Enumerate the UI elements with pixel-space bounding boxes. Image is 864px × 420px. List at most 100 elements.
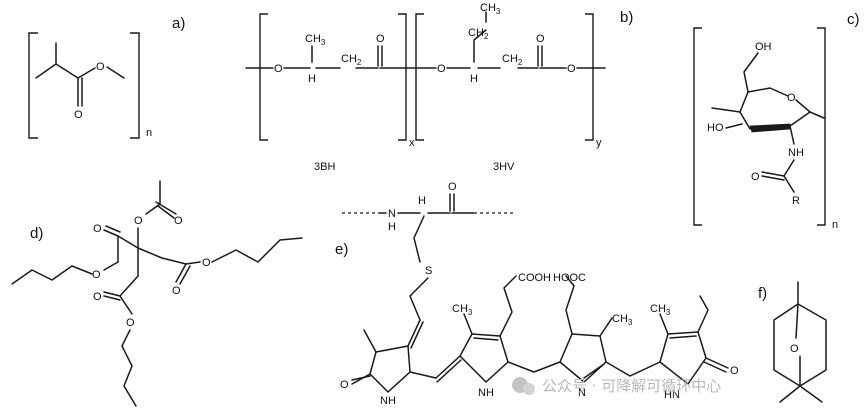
ring-a-bond: [375, 319, 421, 353]
watermark-text: 公众号 · 可降解可循环中心: [542, 377, 721, 395]
bond: [711, 107, 741, 113]
bond: [783, 159, 795, 177]
ethyl-chain: [697, 295, 709, 333]
panel-c-left-bracket: [693, 27, 702, 226]
methylene-label: CH2: [468, 27, 489, 41]
bond: [179, 265, 191, 285]
ester-oxygen: O: [93, 223, 102, 235]
ring-d-double: [669, 335, 697, 339]
ester-oxygen: O: [202, 257, 211, 269]
ring-a-bond: [369, 345, 411, 393]
gem-dimethyl: [779, 385, 801, 403]
bond: [743, 52, 759, 93]
ring-b-double: [473, 337, 499, 341]
bond: [783, 175, 795, 193]
ring-d-carbonyl-double: [703, 361, 727, 373]
bond: [157, 205, 175, 219]
ring-d-hn: HN: [664, 389, 680, 401]
panel-c-structure: OH O HO NH O R n: [693, 27, 838, 231]
panel-b-bracket: [398, 13, 407, 141]
r-group-label: R: [792, 195, 800, 207]
bond: [789, 111, 811, 127]
bond: [103, 229, 119, 237]
bond: [409, 277, 429, 321]
bond: [761, 171, 785, 177]
ring-d-methyl-bond: [659, 313, 669, 335]
bond: [117, 235, 139, 249]
hydroxyl-label: HO: [707, 122, 724, 134]
ester-oxygen: O: [92, 269, 101, 281]
atom-h: H: [470, 73, 478, 85]
ring-c-methyl-bond: [599, 317, 613, 337]
bond: [789, 125, 795, 145]
ester-oxygen: O: [93, 291, 102, 303]
methine-bridge: [435, 355, 461, 379]
bond: [747, 87, 789, 97]
bond: [119, 295, 133, 315]
wechat-logo-icon: [523, 383, 535, 395]
cysteine-side-chain: [413, 215, 425, 263]
atom-o: O: [567, 63, 576, 75]
ring-c: [559, 333, 607, 383]
ring-d: [659, 331, 707, 385]
acetoxy-oxygen: O: [134, 215, 143, 227]
ring-a-double-bond: [410, 321, 424, 349]
amide-nh-label: NH: [788, 147, 804, 159]
lactam-oxygen: O: [340, 379, 349, 391]
bond: [145, 203, 161, 215]
panel-d-structure: O O O O O O O O: [11, 180, 303, 407]
panel-c-label: c): [847, 11, 860, 28]
bond: [809, 111, 825, 119]
butyl-chain: [121, 329, 137, 407]
bond: [137, 247, 187, 265]
bond: [103, 261, 119, 271]
panel-e-structure: N H H O S O NH NH CH3 COOH N: [340, 181, 739, 407]
panel-c-right-bracket: [817, 27, 826, 226]
methyl-label: CH3: [480, 2, 501, 16]
ester-oxygen: O: [96, 61, 105, 73]
ring-d-carbonyl: [705, 357, 729, 369]
acetyl-oxygen: O: [174, 215, 183, 227]
bond: [77, 67, 96, 79]
bond: [119, 247, 139, 297]
ring-a-nh: NH: [380, 395, 396, 407]
ring-c-methyl: CH3: [612, 313, 633, 327]
ring-c-n: N: [578, 387, 586, 399]
methylene-label: CH2: [502, 53, 523, 67]
methine-bridge: [409, 371, 437, 379]
butyl-chain: [11, 265, 93, 285]
panel-f-structure: O: [773, 281, 827, 403]
panel-b-structure: O CH3 H CH2 O O CH2 CH3 H CH2 O O x y 3B…: [245, 2, 606, 173]
bond: [103, 295, 121, 301]
bond: [55, 63, 79, 79]
panel-b-bracket: [259, 13, 268, 141]
atom-o: O: [437, 63, 446, 75]
bridge-bond: [795, 303, 799, 339]
methine-bridge: [507, 361, 561, 373]
propionic-chain: [565, 275, 575, 335]
panel-f-label: f): [758, 285, 767, 302]
ring-a-lactam-carbonyl: [351, 375, 371, 381]
ring-front-bond: [749, 123, 791, 133]
carbonyl-oxygen: O: [536, 33, 545, 45]
alpha-h: H: [418, 195, 426, 207]
thioether-s: S: [425, 265, 432, 277]
cooh-label: COOH: [518, 272, 551, 284]
carbonyl-oxygen: O: [74, 109, 83, 121]
panel-c-repeat-n: n: [832, 219, 838, 231]
panel-a-label: a): [172, 15, 185, 32]
methine-bridge-double: [436, 359, 462, 383]
ring-oxygen: O: [787, 92, 796, 104]
panel-b-bracket: [415, 13, 424, 141]
methylene-label: CH2: [341, 53, 362, 67]
panel-a-right-bracket: [130, 32, 140, 139]
atom-o: O: [274, 63, 283, 75]
bond: [185, 261, 201, 265]
hooc-label: HOOC: [553, 272, 586, 284]
bond: [795, 99, 811, 113]
bond: [725, 123, 743, 129]
bond: [106, 66, 125, 79]
watermark: 公众号 · 可降解可循环中心: [512, 377, 721, 395]
